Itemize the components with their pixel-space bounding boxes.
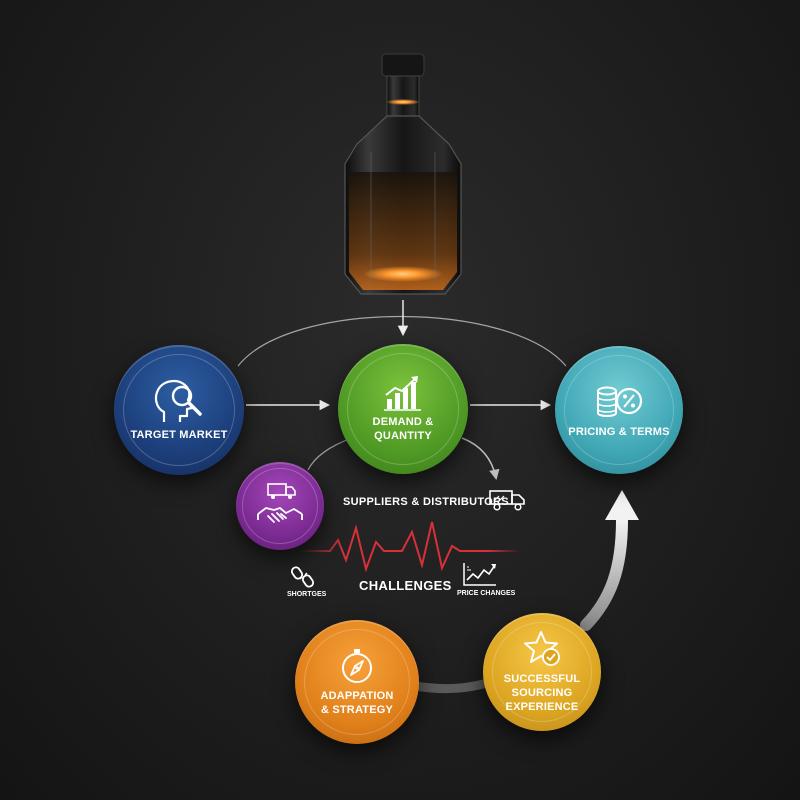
demand-to-suppliers-arrow xyxy=(461,437,500,481)
broken-chain-icon xyxy=(291,566,315,588)
coins-percent-icon xyxy=(597,386,643,417)
line-chart-icon xyxy=(463,563,496,586)
pricing-terms-label: PRICING & TERMS xyxy=(568,425,670,438)
demand-to-supplier-circle-connector xyxy=(307,437,353,471)
demand-quantity-label: DEMAND & QUANTITY xyxy=(372,415,434,442)
truck-handshake-icon xyxy=(257,483,303,523)
successful-sourcing-label: SUCCESSFUL SOURCING EXPERIENCE xyxy=(503,672,581,714)
shortages-label: SHORTGES xyxy=(287,591,327,598)
head-magnifier-icon xyxy=(154,379,202,422)
price-changes-label: PRICE CHANGES xyxy=(457,590,516,597)
liquor-bottle-icon xyxy=(344,53,462,295)
target-market-node: TARGET MARKET xyxy=(114,345,244,475)
top-arc-connector xyxy=(237,315,567,367)
star-check-icon xyxy=(524,630,560,666)
challenges-label: CHALLENGES xyxy=(359,578,452,593)
compass-icon xyxy=(342,648,372,683)
adapt-to-success-connector xyxy=(410,677,495,694)
pricing-terms-node: PRICING & TERMS xyxy=(555,346,683,474)
success-to-pricing-arrowhead xyxy=(605,490,639,520)
demand-quantity-node: DEMAND & QUANTITY xyxy=(338,344,468,474)
suppliers-node xyxy=(236,462,324,550)
bar-chart-growth-icon xyxy=(384,375,421,411)
successful-sourcing-node: SUCCESSFUL SOURCING EXPERIENCE xyxy=(483,613,601,731)
success-to-pricing-arrow xyxy=(580,514,628,631)
delivery-truck-icon xyxy=(489,490,525,511)
adaptation-strategy-label: ADAPPATION & STRATEGY xyxy=(320,689,394,716)
challenges-pulse-line xyxy=(300,521,520,573)
suppliers-distributors-label: SUPPLIERS & DISTRIBUTORS xyxy=(343,496,509,508)
adaptation-strategy-node: ADAPPATION & STRATEGY xyxy=(295,620,419,744)
target-market-label: TARGET MARKET xyxy=(130,428,228,441)
